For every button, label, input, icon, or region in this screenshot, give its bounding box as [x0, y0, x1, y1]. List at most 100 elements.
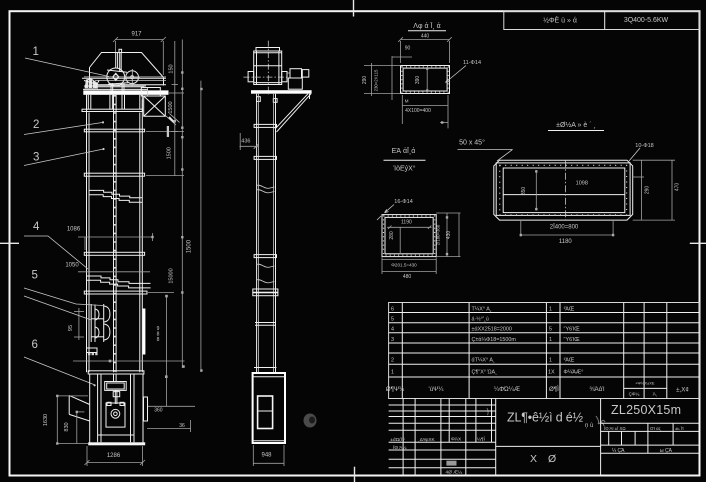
- svg-text:ΟΊ ας: ΟΊ ας: [650, 426, 661, 431]
- svg-text:1: 1: [549, 358, 552, 364]
- svg-text:ÏΘ ΆΙ ±Ī ΧΩ: ÏΘ ΆΙ ±Ī ΧΩ: [604, 426, 626, 431]
- svg-text:95: 95: [68, 325, 74, 331]
- svg-text:2: 2: [33, 119, 39, 131]
- svg-text:Φ201.5=430: Φ201.5=430: [391, 263, 417, 268]
- svg-text:1286: 1286: [107, 453, 121, 459]
- svg-text:ы ÇΆ: ы ÇΆ: [660, 448, 673, 454]
- svg-text:2: 2: [391, 358, 394, 364]
- svg-text:480: 480: [403, 274, 412, 280]
- svg-text:3Q400-5.6KW: 3Q400-5.6KW: [624, 17, 669, 24]
- svg-text:350: 350: [521, 187, 527, 196]
- svg-text:6: 6: [391, 306, 394, 312]
- svg-text:ZL¶•ê½ì d é½: ZL¶•ê½ì d é½: [507, 411, 584, 425]
- svg-text:ΊòΕýΧ°: ΊòΕýΧ°: [392, 165, 415, 173]
- svg-text:436: 436: [241, 139, 250, 145]
- svg-text:15000: 15000: [169, 268, 175, 283]
- svg-text:1: 1: [33, 46, 39, 58]
- svg-text:ņ ù: ņ ù: [585, 423, 593, 429]
- svg-text:1086: 1086: [67, 227, 81, 233]
- svg-text:2Ï400=800: 2Ï400=800: [550, 223, 579, 230]
- svg-text:5: 5: [32, 270, 38, 282]
- svg-text:½ΦÈ ù » ά: ½ΦÈ ù » ά: [543, 16, 577, 25]
- svg-text:Φ¼ΆÆ°: Φ¼ΆÆ°: [564, 370, 584, 376]
- svg-text:8: 8: [157, 337, 160, 343]
- svg-text:1500: 1500: [187, 239, 193, 253]
- svg-text:230=2X115: 230=2X115: [374, 69, 379, 91]
- svg-text:ÏΘ Ά¼: ÏΘ Ά¼: [393, 444, 407, 451]
- svg-text:άΤ¼Χ° Α¸: άΤ¼Χ° Α¸: [472, 357, 495, 364]
- svg-text:I: I: [166, 124, 170, 141]
- svg-text:ΦΆΧ: ΦΆΧ: [451, 436, 462, 442]
- svg-text:90: 90: [405, 46, 411, 52]
- svg-text:1: 1: [549, 306, 552, 312]
- svg-text:16-Φ14: 16-Φ14: [394, 199, 412, 205]
- svg-text:ÇΦ¼: ÇΦ¼: [629, 392, 640, 397]
- svg-text:280: 280: [389, 231, 395, 240]
- svg-text:360: 360: [154, 408, 163, 414]
- svg-text:440: 440: [421, 34, 430, 40]
- svg-text:830: 830: [64, 422, 70, 431]
- svg-text:1: 1: [391, 370, 394, 376]
- svg-text:4: 4: [391, 327, 394, 333]
- svg-text:150: 150: [169, 64, 175, 73]
- svg-text:±ь ĪΊ: ±ь ĪΊ: [675, 426, 684, 431]
- svg-text:290: 290: [645, 186, 651, 195]
- svg-text:3: 3: [33, 152, 39, 164]
- svg-text:917: 917: [131, 32, 142, 38]
- svg-text:1630: 1630: [43, 414, 49, 426]
- svg-text:1098: 1098: [576, 181, 588, 187]
- svg-text:1190: 1190: [401, 220, 412, 226]
- svg-text:6: 6: [32, 339, 38, 351]
- svg-text:1500: 1500: [166, 147, 172, 159]
- svg-text:Ø¶Ψ¼: Ø¶Ψ¼: [386, 386, 405, 393]
- svg-text:Λφ ά Ī¸ ά: Λφ ά Ī¸ ά: [413, 22, 440, 30]
- svg-text:±,Χ¢: ±,Χ¢: [676, 387, 689, 394]
- svg-text:±Ø½Α » è ´ ¸: ±Ø½Α » è ´ ¸: [556, 121, 596, 129]
- svg-text:36: 36: [179, 423, 185, 429]
- svg-text:9: 9: [157, 326, 160, 332]
- svg-text:11-Φ14: 11-Φ14: [463, 60, 481, 66]
- svg-text:¼ΦΏ¼Æ: ¼ΦΏ¼Æ: [494, 386, 520, 393]
- svg-text:470: 470: [675, 183, 681, 192]
- svg-text:1Χ: 1Χ: [548, 370, 555, 376]
- svg-text:Ç¶"Χ° ΏΑ¸: Ç¶"Χ° ΏΑ¸: [472, 370, 498, 376]
- svg-text:Ø¶Ì¸: Ø¶Ì¸: [549, 386, 561, 393]
- svg-text:±άΧΧ2518=2000: ±άΧΧ2518=2000: [472, 326, 512, 333]
- svg-text:«Ψ½Χ±ΧΕ: «Ψ½Χ±ΧΕ: [635, 381, 654, 386]
- svg-text:50 x 45°: 50 x 45°: [459, 139, 485, 147]
- svg-text:¾ΆάΊ: ¾ΆάΊ: [589, 386, 604, 393]
- svg-text:290: 290: [362, 76, 368, 85]
- svg-text:¼¶Ī: ¼¶Ī: [477, 435, 486, 442]
- svg-text:'Ύ6ΊŒ: 'Ύ6ΊŒ: [564, 337, 581, 343]
- svg-text:Ç±ά¼Φ18=1500m: Ç±ά¼Φ18=1500m: [472, 336, 517, 343]
- svg-text:Μ: Μ: [405, 99, 409, 104]
- svg-text:¼ ÇΆ: ¼ ÇΆ: [612, 448, 625, 454]
- svg-text:¸ΔΥφΧΚ: ¸ΔΥφΧΚ: [418, 437, 436, 443]
- svg-text:¹ΆŒ: ¹ΆŒ: [564, 358, 575, 364]
- svg-text:'úΨ¼: 'úΨ¼: [429, 386, 445, 393]
- svg-text:Τ¼Χ° Α¸: Τ¼Χ° Α¸: [472, 306, 492, 312]
- svg-text:4X100=400: 4X100=400: [405, 108, 431, 114]
- svg-text:1500: 1500: [168, 101, 174, 113]
- svg-text:1: 1: [549, 337, 552, 343]
- svg-text:Ø: Ø: [548, 453, 556, 465]
- svg-text:ZL250X15m: ZL250X15m: [611, 403, 681, 417]
- svg-text:±άΏ(Ìý: ±άΏ(Ìý: [390, 436, 405, 443]
- svg-text:Χ: Χ: [530, 453, 537, 465]
- svg-text:'Ύ6ΊŒ: 'Ύ6ΊŒ: [564, 327, 581, 333]
- svg-text:¹ΆŒ: ¹ΆŒ: [564, 306, 575, 312]
- svg-text:4Ø Æ¼: 4Ø Æ¼: [446, 469, 464, 475]
- svg-text:10-Φ18: 10-Φ18: [635, 143, 653, 149]
- svg-text:Ά¸: Ά¸: [653, 392, 658, 398]
- svg-text:390: 390: [415, 76, 421, 85]
- svg-text:430: 430: [446, 231, 452, 240]
- svg-text:5: 5: [549, 327, 552, 333]
- svg-text:4: 4: [33, 221, 40, 233]
- svg-text:1050: 1050: [65, 263, 79, 269]
- svg-text:2Ï180=360: 2Ï180=360: [436, 224, 441, 245]
- svg-text:8: 8: [157, 332, 160, 338]
- svg-text:3: 3: [391, 337, 394, 343]
- svg-text:948: 948: [261, 453, 272, 459]
- svg-text:á·½°'¸ú: á·½°'¸ú: [472, 316, 489, 323]
- svg-text:ΕΆ άĪ¸ά: ΕΆ άĪ¸ά: [392, 147, 416, 155]
